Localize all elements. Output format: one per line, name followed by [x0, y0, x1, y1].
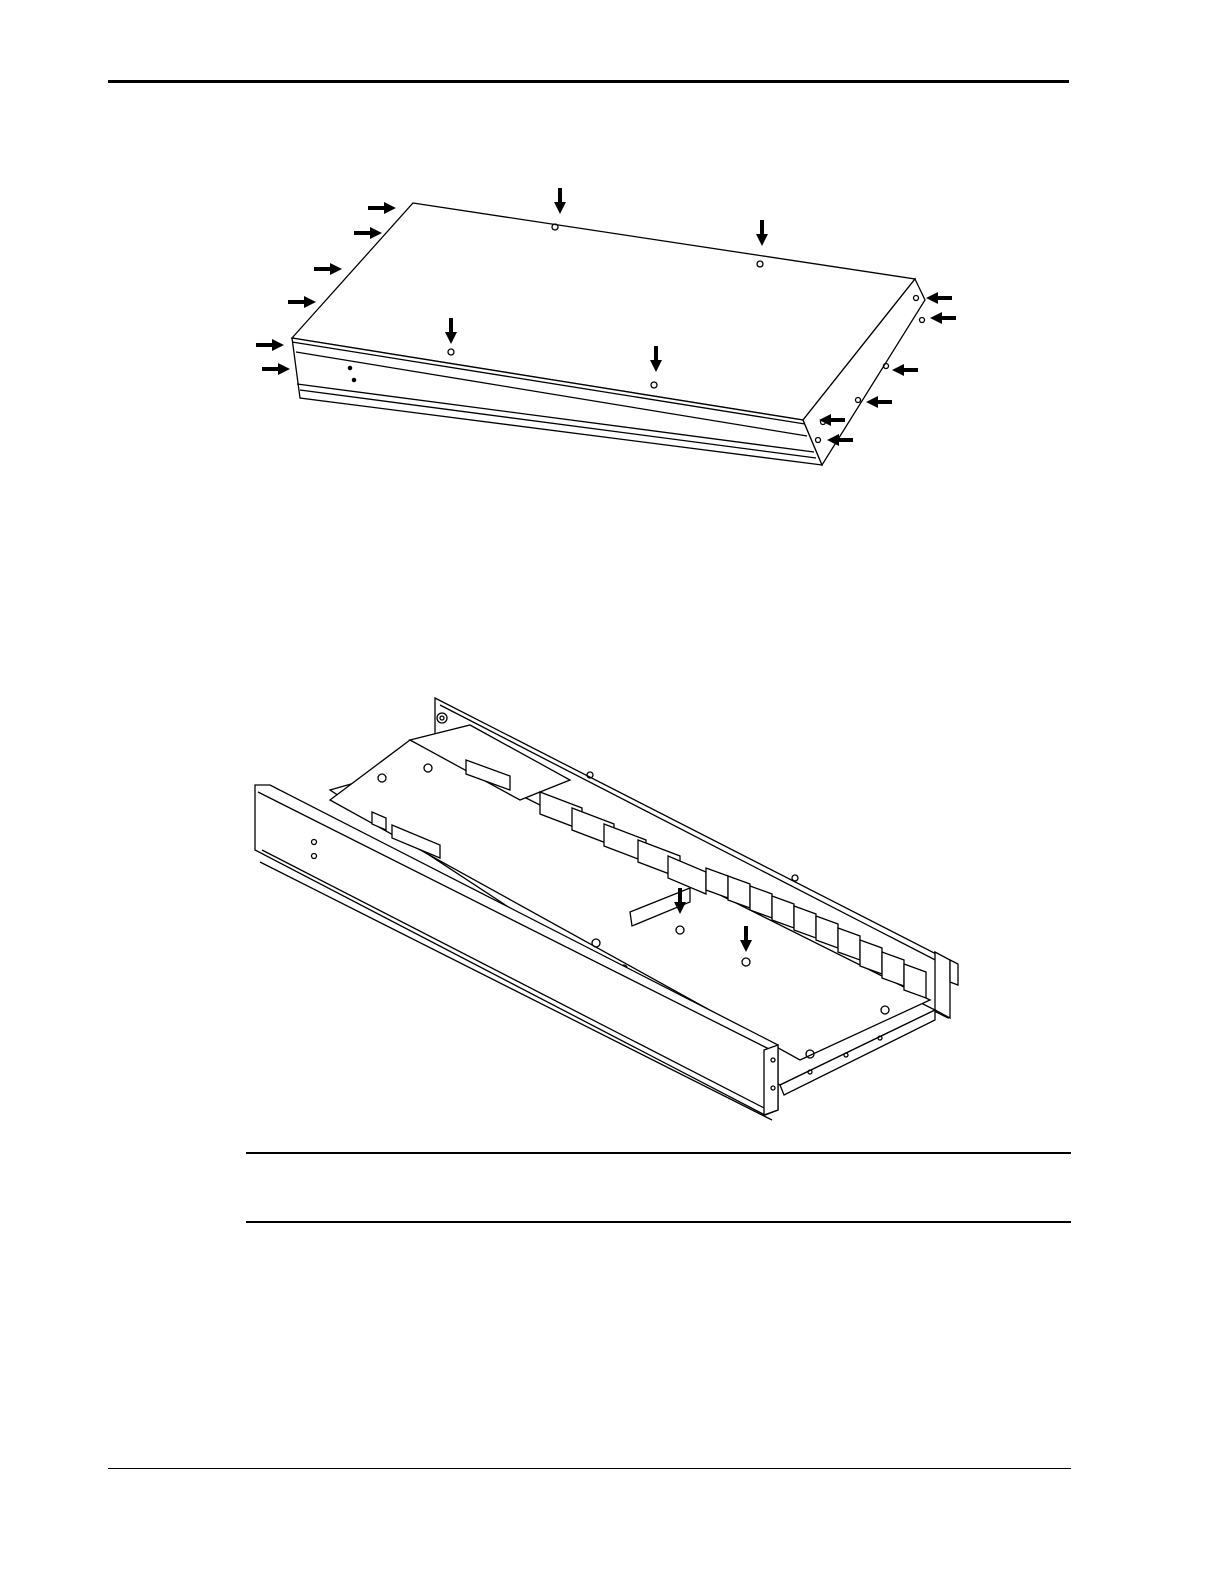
cover-removal-figure	[240, 180, 1000, 480]
caption-bottom-rule	[246, 1221, 1071, 1223]
footer-rule	[108, 1468, 1071, 1469]
circuit-board-diagram-icon	[240, 690, 980, 1130]
header-rule	[108, 80, 1069, 83]
open-chassis-figure	[240, 690, 980, 1130]
enclosure-diagram-icon	[240, 180, 1000, 480]
caption-top-rule	[246, 1152, 1071, 1154]
